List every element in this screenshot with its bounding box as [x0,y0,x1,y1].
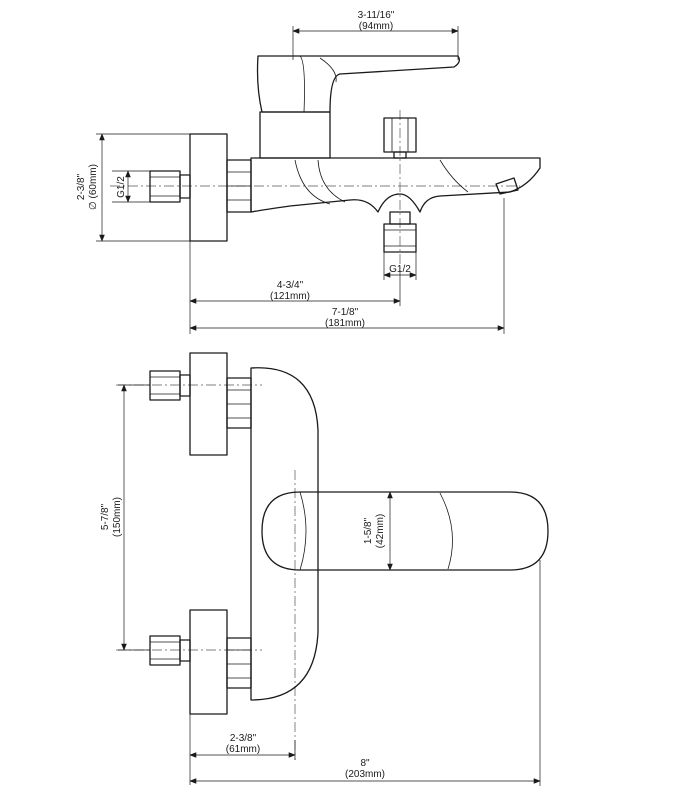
side-diverter-knob [383,117,417,159]
dim-inlet-spacing-imperial: 5-7/8" [100,503,111,530]
dim-wall-to-diverter-imperial: 4-3/4" [277,280,304,291]
dim-wall-to-spout-imperial: 7-1/8" [332,307,359,318]
top-lower-inlet [149,609,252,715]
dim-wall-to-spout-metric: (181mm) [325,318,365,329]
side-spout-tip [495,177,519,195]
dim-overall-depth-metric: (203mm) [345,769,385,780]
side-outlet-nipple [383,211,417,253]
dim-wall-to-diverter-metric: (121mm) [270,291,310,302]
side-valve-body [259,111,331,159]
dim-wall-to-body-imperial: 2-3/8" [230,733,257,744]
dim-lever-length-imperial: 3-11/16" [358,10,395,21]
dim-outlet-thread: G1/2 [389,264,411,275]
dim-lever-length-metric: (94mm) [359,21,393,32]
side-lever-handle [256,55,460,113]
dim-lever-width-imperial: 1-5/8" [363,517,374,544]
dim-wall-to-body-metric: (61mm) [226,744,260,755]
top-view: 1-5/8" (42mm) 5-7/8" (150mm) 2-3/8" (61m… [100,352,549,786]
dim-inlet-spacing-metric: (150mm) [112,497,123,537]
top-lever-handle [261,491,549,571]
dim-lever-width-metric: (42mm) [375,514,386,548]
dim-inlet-thread: G1/2 [116,176,127,198]
side-hex-nut [226,159,252,213]
dim-flange-diameter-metric: ∅ (60mm) [88,164,99,210]
side-wall-flange [189,133,228,242]
side-view: 3-11/16" (94mm) 2-3/8" ∅ (60mm) G1/2 G1/… [76,10,541,334]
dim-flange-diameter-imperial: 2-3/8" [76,173,87,200]
top-upper-inlet [149,352,252,456]
top-main-body [250,367,319,701]
dim-overall-depth-imperial: 8" [360,758,370,769]
side-inlet-nipple [149,170,191,203]
